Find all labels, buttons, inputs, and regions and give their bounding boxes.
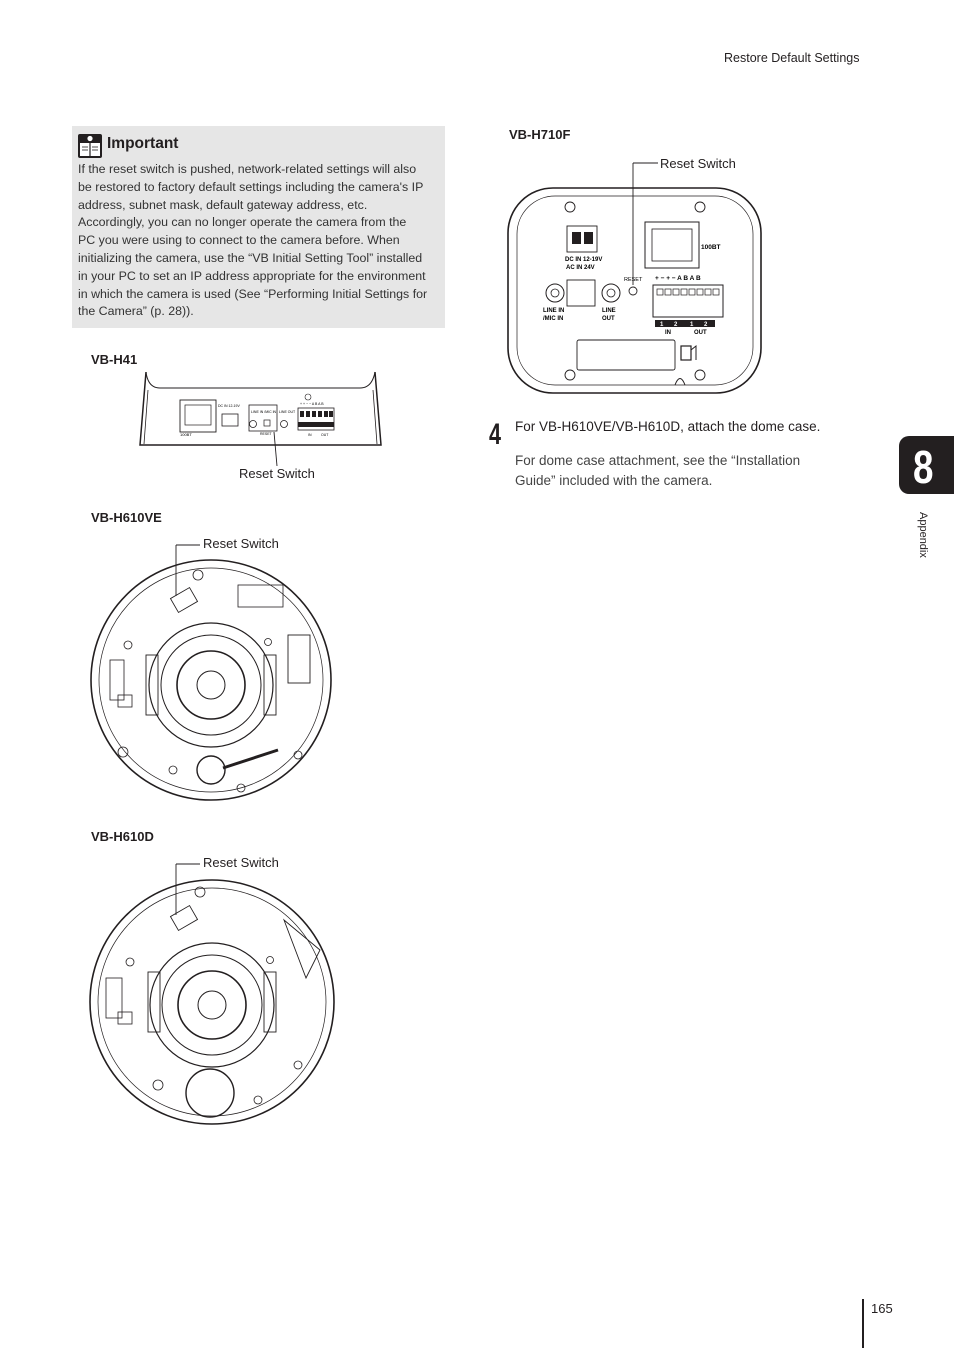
panel-text: + + − − A B A B bbox=[300, 402, 324, 406]
reset-switch-callout-vb-h610ve: Reset Switch bbox=[203, 536, 279, 551]
step-body-line: For dome case attachment, see the “Insta… bbox=[515, 453, 801, 468]
figure-label-vb-h610ve: VB-H610VE bbox=[91, 510, 162, 525]
important-text: If the reset switch is pushed, network-r… bbox=[78, 161, 440, 321]
panel-text: + − + − A B A B bbox=[655, 275, 701, 282]
panel-text: OUT bbox=[321, 433, 329, 437]
panel-text: IN bbox=[308, 433, 312, 437]
panel-text: /MIC IN bbox=[543, 316, 563, 322]
step-body-line: Guide” included with the camera. bbox=[515, 473, 713, 488]
vb-h610ve-dome-illustration bbox=[90, 544, 332, 801]
important-line: in your PC to set an IP address appropri… bbox=[78, 268, 426, 283]
page-number-rule bbox=[862, 1299, 864, 1348]
callout-leader bbox=[273, 431, 278, 467]
panel-text: DC IN 12-19V bbox=[218, 404, 240, 408]
page-number: 165 bbox=[871, 1301, 893, 1316]
vb-h710f-rear-panel-illustration: DC IN 12-19V AC IN 24V 100BT LINE IN /MI… bbox=[507, 162, 762, 394]
section-label-appendix: Appendix bbox=[917, 512, 929, 558]
reset-switch-callout-vb-h41: Reset Switch bbox=[239, 466, 315, 481]
important-line: If the reset switch is pushed, network-r… bbox=[78, 162, 417, 176]
important-line: be restored to factory default settings … bbox=[78, 179, 424, 194]
panel-text: IN bbox=[665, 330, 671, 336]
panel-text: 100BT bbox=[180, 432, 192, 437]
figure-label-vb-h710f: VB-H710F bbox=[509, 127, 571, 142]
important-notice-icon bbox=[78, 134, 102, 158]
step-title: For VB-H610VE/VB-H610D, attach the dome … bbox=[515, 419, 821, 434]
panel-text: OUT bbox=[602, 316, 615, 322]
important-line: the Camera” (p. 28)). bbox=[78, 304, 194, 319]
important-line: Accordingly, you can no longer operate t… bbox=[78, 215, 407, 230]
panel-text: OUT bbox=[694, 330, 707, 336]
figure-label-vb-h41: VB-H41 bbox=[91, 352, 138, 367]
important-line: PC you were using to connect to the came… bbox=[78, 233, 400, 248]
important-line: address, subnet mask, default gateway ad… bbox=[78, 197, 368, 212]
important-line: initializing the camera, use the “VB Ini… bbox=[78, 250, 423, 265]
reset-label: RESET bbox=[624, 277, 643, 283]
reset-switch bbox=[628, 286, 638, 296]
figure-label-vb-h610d: VB-H610D bbox=[91, 829, 154, 844]
running-header: Restore Default Settings bbox=[724, 51, 860, 65]
panel-text: 1 bbox=[690, 322, 694, 328]
panel-text: 1 bbox=[660, 322, 664, 328]
important-line: in which the camera is used (See “Perfor… bbox=[78, 286, 428, 301]
important-title: Important bbox=[107, 135, 179, 152]
reset-switch-callout-vb-h610d: Reset Switch bbox=[203, 855, 279, 870]
chapter-tab: 8 bbox=[899, 436, 954, 494]
panel-text: LINE OUT bbox=[279, 410, 296, 414]
panel-text: 2 bbox=[704, 322, 708, 328]
step-body: For dome case attachment, see the “Insta… bbox=[515, 451, 855, 491]
reset-switch-callout-vb-h710f: Reset Switch bbox=[660, 156, 736, 171]
chapter-number: 8 bbox=[913, 441, 934, 493]
vb-h610d-dome-illustration bbox=[89, 863, 335, 1125]
panel-text: 100BT bbox=[701, 244, 721, 251]
panel-text: DC IN 12-19V bbox=[565, 257, 602, 263]
important-notice-box: Important If the reset switch is pushed,… bbox=[72, 126, 445, 328]
vb-h41-rear-panel-illustration: 100BT DC IN 12-19V LINE IN /MIC IN RESET… bbox=[139, 371, 382, 467]
panel-text: LINE bbox=[602, 308, 616, 314]
panel-text: AC IN 24V bbox=[566, 265, 595, 271]
step-number: 4 bbox=[489, 418, 501, 451]
panel-text: LINE IN /MIC IN bbox=[251, 410, 277, 414]
panel-text: RESET bbox=[260, 432, 273, 436]
panel-text: 2 bbox=[674, 322, 678, 328]
panel-text: LINE IN bbox=[543, 308, 564, 314]
